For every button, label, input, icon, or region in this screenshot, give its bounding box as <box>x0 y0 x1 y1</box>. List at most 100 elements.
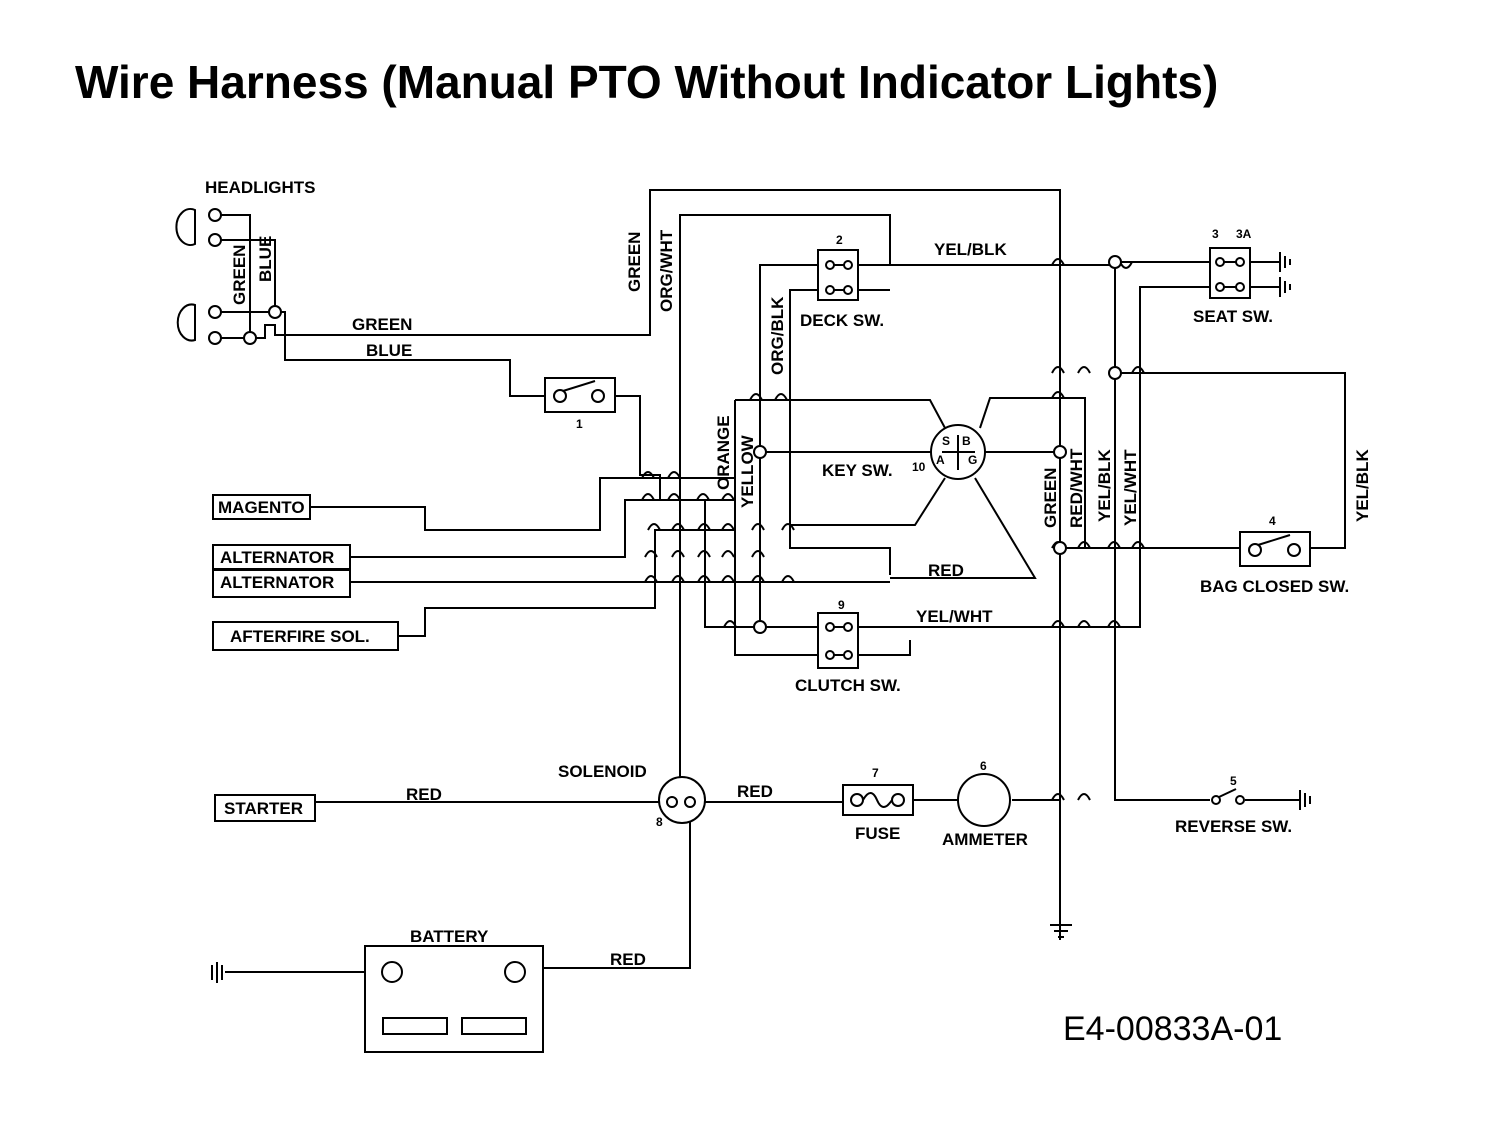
clutch-upper-in <box>704 500 825 628</box>
key-switch: S B A G 10 KEY SW. <box>822 424 986 480</box>
svg-text:S: S <box>942 434 950 448</box>
clutch-sw-label: CLUTCH SW. <box>795 676 901 695</box>
junction-terminal <box>243 331 257 345</box>
svg-text:RED: RED <box>737 782 773 801</box>
fuse: 7 FUSE <box>842 766 914 843</box>
starter-box: STARTER <box>214 794 316 822</box>
headlight-bulb-icon <box>175 208 196 246</box>
svg-text:9: 9 <box>838 598 845 612</box>
headlight-bulb-icon <box>176 303 196 342</box>
junction-terminal <box>1053 541 1067 555</box>
junction-terminal <box>1108 255 1122 269</box>
svg-text:AFTERFIRE SOL.: AFTERFIRE SOL. <box>230 627 370 646</box>
fuse-icon <box>862 792 893 808</box>
seat-sw-label: SEAT SW. <box>1193 307 1273 326</box>
wiring <box>215 189 1346 973</box>
bag-closed-sw-label: BAG CLOSED SW. <box>1200 577 1349 596</box>
seat-switch: 3 3A SEAT SW. <box>1193 227 1291 326</box>
svg-text:ALTERNATOR: ALTERNATOR <box>220 548 334 567</box>
green-main-wire <box>250 189 1061 940</box>
svg-text:BLUE: BLUE <box>256 236 275 282</box>
headlights: HEADLIGHTS <box>175 178 316 345</box>
key-a-wire <box>790 477 946 526</box>
crossover <box>644 575 795 583</box>
svg-text:RED/WHT: RED/WHT <box>1067 448 1086 528</box>
svg-text:GREEN: GREEN <box>230 245 249 305</box>
clutch-lower-out <box>855 640 911 656</box>
headlight-green-wire <box>215 214 251 339</box>
crossover <box>641 471 681 479</box>
svg-text:6: 6 <box>980 759 987 773</box>
chassis-ground-icon <box>1050 924 1072 938</box>
svg-text:RED: RED <box>406 785 442 804</box>
svg-text:YELLOW: YELLOW <box>738 434 757 508</box>
svg-text:3A: 3A <box>1236 227 1252 241</box>
ammeter-icon <box>957 773 1011 827</box>
deck-switch: 2 DECK SW. <box>800 233 884 330</box>
orange-key-wire <box>735 399 946 429</box>
svg-text:STARTER: STARTER <box>224 799 303 818</box>
svg-text:A: A <box>936 453 945 467</box>
drawing-number: E4-00833A-01 <box>1063 1010 1282 1048</box>
svg-text:YEL/BLK: YEL/BLK <box>1353 449 1372 522</box>
svg-text:GREEN: GREEN <box>352 315 412 334</box>
battery-positive-terminal <box>504 961 526 983</box>
junctions <box>243 255 1122 634</box>
svg-text:YEL/BLK: YEL/BLK <box>934 240 1007 259</box>
yelblk-far-wire <box>1115 372 1346 549</box>
yelblk-top-wire <box>855 264 1210 801</box>
svg-text:ORG/WHT: ORG/WHT <box>657 229 676 312</box>
svg-text:8: 8 <box>656 815 663 829</box>
blue-wire <box>275 311 545 397</box>
headlights-label: HEADLIGHTS <box>205 178 316 197</box>
red-battery-wire <box>515 808 691 969</box>
svg-text:3: 3 <box>1212 227 1219 241</box>
afterfire-wire <box>398 529 735 637</box>
wire-labels: GREEN BLUE GREEN BLUE GREEN ORG/WHT ORG/… <box>230 229 1372 969</box>
afterfire-box: AFTERFIRE SOL. <box>212 621 399 651</box>
solenoid: SOLENOID 8 <box>558 762 706 829</box>
bag-closed-switch: 4 BAG CLOSED SW. <box>1200 514 1349 596</box>
junction-terminal <box>1053 445 1067 459</box>
alternator1-wire <box>350 499 735 558</box>
clutch-switch: 9 CLUTCH SW. <box>795 598 901 695</box>
svg-text:5: 5 <box>1230 774 1237 788</box>
solenoid-label: SOLENOID <box>558 762 647 781</box>
svg-text:YEL/BLK: YEL/BLK <box>1095 449 1114 522</box>
orange-down-wire <box>734 400 825 656</box>
crossover <box>644 550 765 558</box>
svg-text:1: 1 <box>576 417 583 431</box>
svg-text:RED: RED <box>928 561 964 580</box>
orgblk-wire <box>759 264 830 627</box>
svg-text:GREEN: GREEN <box>1041 468 1060 528</box>
svg-text:ORG/BLK: ORG/BLK <box>768 296 787 375</box>
crossover <box>641 493 735 501</box>
alternator-box-1: ALTERNATOR <box>212 544 351 570</box>
svg-text:GREEN: GREEN <box>625 232 644 292</box>
ground-icon <box>1299 790 1311 810</box>
svg-text:ORANGE: ORANGE <box>714 415 733 490</box>
ground-icon <box>1279 252 1291 272</box>
magneto-box: MAGENTO <box>212 494 311 520</box>
ground-icon <box>211 962 223 983</box>
junction-terminal <box>1108 366 1122 380</box>
orgwht-wire <box>679 214 891 500</box>
crossover <box>1051 258 1121 801</box>
svg-text:ALTERNATOR: ALTERNATOR <box>220 573 334 592</box>
svg-text:7: 7 <box>872 766 879 780</box>
svg-text:4: 4 <box>1269 514 1276 528</box>
switch1-out-wire <box>615 395 681 790</box>
deck-lower-wire <box>789 289 891 575</box>
key-b-wire <box>979 397 1086 548</box>
reverse-sw-label: REVERSE SW. <box>1175 817 1292 836</box>
crossover <box>647 523 795 531</box>
reverse-switch: 5 REVERSE SW. <box>1175 774 1311 836</box>
svg-text:B: B <box>962 434 971 448</box>
svg-text:10: 10 <box>912 460 926 474</box>
headlight-blue-wire <box>215 239 276 313</box>
svg-text:RED: RED <box>610 950 646 969</box>
junction-terminal <box>268 305 282 319</box>
junction-terminal <box>753 620 767 634</box>
junction-terminal <box>753 445 767 459</box>
